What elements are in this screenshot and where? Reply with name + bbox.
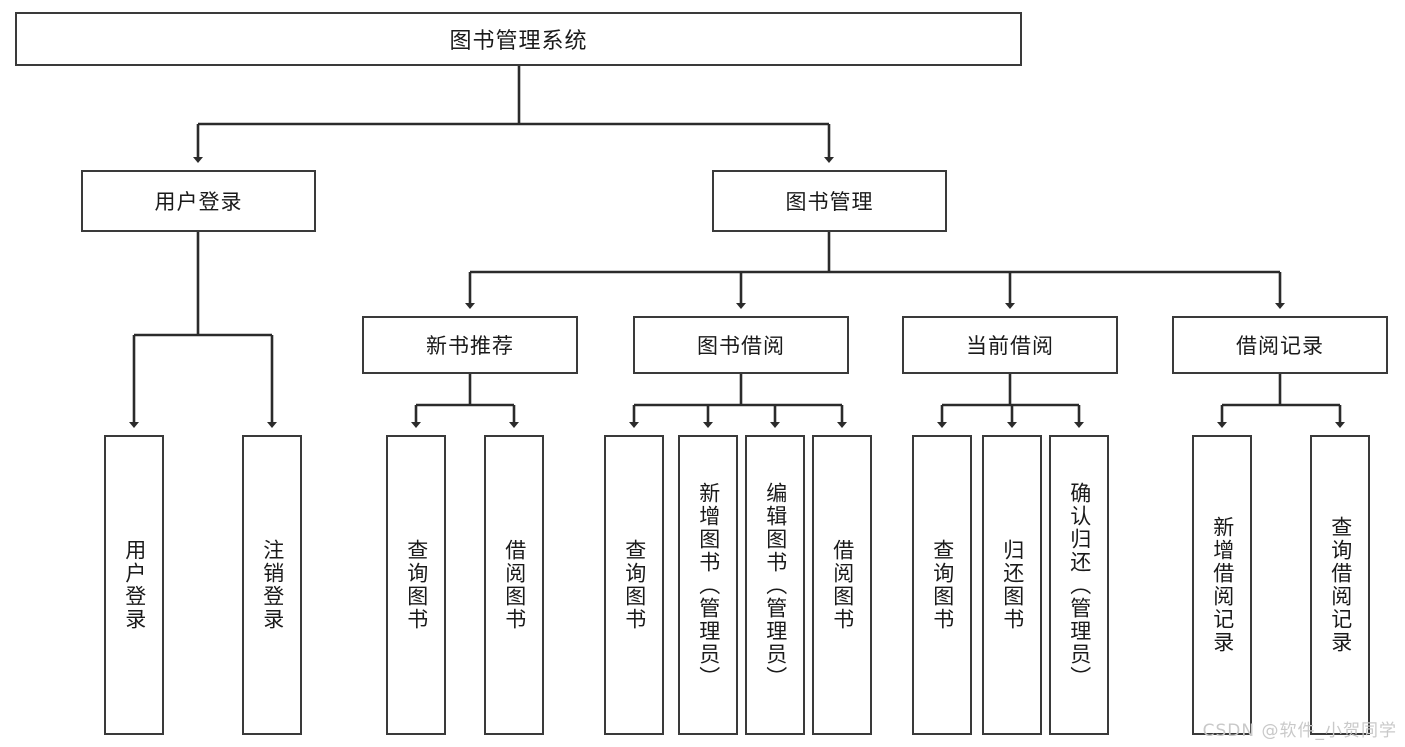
node-book-management[interactable]: 图书管理 [712, 170, 947, 232]
node-new-book-recommend[interactable]: 新书推荐 [362, 316, 578, 374]
node-leaf-user-login[interactable]: 用户登录 [104, 435, 164, 735]
node-leaf-borrow-book-rec[interactable]: 借阅图书 [484, 435, 544, 735]
node-label: 借阅图书 [830, 539, 855, 631]
node-label: 图书管理 [785, 190, 874, 214]
node-label: 查询图书 [622, 539, 647, 631]
node-label: 当前借阅 [966, 334, 1054, 358]
node-leaf-query-book-current[interactable]: 查询图书 [912, 435, 972, 735]
node-label: 查询借阅记录 [1328, 516, 1353, 654]
node-label: 新增借阅记录 [1210, 516, 1235, 654]
node-label: 查询图书 [404, 539, 429, 631]
node-book-borrow[interactable]: 图书借阅 [633, 316, 849, 374]
node-label: 新增图书（管理员） [696, 481, 721, 689]
node-label: 用户登录 [122, 539, 147, 631]
node-label: 图书借阅 [697, 334, 785, 358]
node-leaf-logout-login[interactable]: 注销登录 [242, 435, 302, 735]
node-leaf-add-borrow-record[interactable]: 新增借阅记录 [1192, 435, 1252, 735]
node-label: 查询图书 [930, 539, 955, 631]
node-label: 注销登录 [260, 539, 285, 631]
node-leaf-query-borrow-record[interactable]: 查询借阅记录 [1310, 435, 1370, 735]
node-borrow-record[interactable]: 借阅记录 [1172, 316, 1388, 374]
node-label: 图书管理系统 [449, 29, 588, 54]
csdn-watermark: CSDN @软件_小贺同学 [1202, 721, 1397, 741]
node-label: 借阅记录 [1236, 334, 1324, 358]
node-label: 新书推荐 [426, 334, 514, 358]
node-label: 借阅图书 [502, 539, 527, 631]
node-label: 归还图书 [1000, 539, 1025, 631]
node-leaf-return-book[interactable]: 归还图书 [982, 435, 1042, 735]
node-label: 用户登录 [154, 190, 243, 214]
node-current-borrow[interactable]: 当前借阅 [902, 316, 1118, 374]
node-label: 确认归还（管理员） [1067, 481, 1092, 689]
node-leaf-borrow-book[interactable]: 借阅图书 [812, 435, 872, 735]
node-leaf-query-book-rec[interactable]: 查询图书 [386, 435, 446, 735]
node-leaf-query-book-borrow[interactable]: 查询图书 [604, 435, 664, 735]
node-root-book-management-system[interactable]: 图书管理系统 [15, 12, 1022, 66]
node-leaf-edit-book[interactable]: 编辑图书（管理员） [745, 435, 805, 735]
node-leaf-add-book[interactable]: 新增图书（管理员） [678, 435, 738, 735]
node-leaf-confirm-return[interactable]: 确认归还（管理员） [1049, 435, 1109, 735]
node-user-login[interactable]: 用户登录 [81, 170, 316, 232]
node-label: 编辑图书（管理员） [763, 481, 788, 689]
